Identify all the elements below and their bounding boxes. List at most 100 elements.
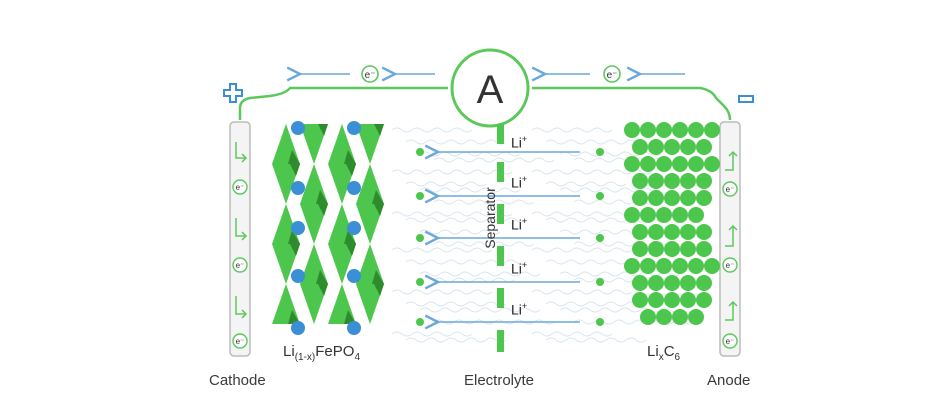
electron-icon: e⁻ [722, 333, 738, 349]
solvent-wave [545, 337, 647, 343]
li-ion-dot [291, 321, 305, 335]
graphite-carbon [624, 207, 640, 223]
cathode-label: Cathode [209, 372, 266, 389]
top-electron-badges: e⁻ e⁻ [361, 65, 621, 83]
graphite-carbon [664, 275, 680, 291]
fepo4-polyhedron [328, 244, 356, 284]
graphite-carbon [640, 207, 656, 223]
solvent-wave [531, 127, 613, 133]
li-ion-dot [596, 318, 604, 326]
graphite-carbon [704, 122, 720, 138]
li-ion-dot [347, 269, 361, 283]
graphite-carbon [704, 258, 720, 274]
graphite-carbon [680, 292, 696, 308]
graphite-carbon [680, 224, 696, 240]
graphite-carbon [632, 292, 648, 308]
li-ion-dot [347, 181, 361, 195]
solvent-wave [433, 199, 535, 205]
solvent-wave [391, 211, 513, 217]
graphite-carbon [656, 122, 672, 138]
graphite-carbon [672, 309, 688, 325]
li-ion-dot [416, 318, 424, 326]
fepo4-shade [374, 124, 384, 136]
external-circuit-wire-right [532, 86, 732, 121]
solvent-wave [405, 181, 487, 187]
positive-terminal-icon [223, 83, 243, 103]
li-ion-flow [416, 148, 604, 326]
fepo4-polyhedron [356, 124, 384, 164]
solvent-wave [391, 289, 493, 295]
electrolyte-label: Electrolyte [464, 372, 535, 389]
graphite-carbon [624, 258, 640, 274]
graphite-carbon [696, 275, 712, 291]
graphite-carbon [632, 241, 648, 257]
graphite-carbon [696, 190, 712, 206]
external-circuit-wire [238, 86, 448, 120]
graphite-carbon [640, 309, 656, 325]
graphite-carbon [664, 173, 680, 189]
fepo4-shade [374, 284, 384, 296]
fepo4-shade [344, 310, 356, 324]
li-ion-label: Li+ [511, 174, 528, 191]
svg-text:e⁻: e⁻ [236, 261, 245, 270]
electron-icon: e⁻ [361, 65, 379, 83]
fepo4-shade [318, 124, 328, 136]
electron-icon: e⁻ [722, 181, 738, 197]
graphite-carbon [632, 275, 648, 291]
cathode-formula: Li(1-x)FePO4 [283, 343, 360, 363]
solvent-wave [545, 301, 647, 307]
fepo4-shade [288, 150, 300, 164]
graphite-carbon [632, 173, 648, 189]
solvent-wave [545, 139, 647, 145]
fepo4-shade [344, 150, 356, 164]
fepo4-shade [288, 230, 300, 244]
graphite-carbon [664, 190, 680, 206]
solvent-wave [559, 229, 641, 235]
graphite-carbon [648, 139, 664, 155]
fepo4-polyhedron [272, 164, 300, 204]
li-ion-dot [347, 121, 361, 135]
fepo4-shade [316, 270, 328, 284]
graphite-carbon [688, 122, 704, 138]
graphite-carbon [672, 156, 688, 172]
li-ion-label: Li+ [511, 301, 528, 318]
graphite-carbon [632, 139, 648, 155]
cathode-lattice [272, 121, 384, 335]
graphite-carbon [648, 190, 664, 206]
solvent-wave [433, 157, 555, 163]
solvent-wave [405, 337, 507, 343]
fepo4-shade [288, 310, 300, 324]
fepo4-polyhedron [300, 204, 328, 244]
li-ion-dot [416, 192, 424, 200]
fepo4-polyhedron [328, 164, 356, 204]
separator [497, 124, 504, 352]
ammeter: A [450, 48, 530, 128]
graphite-carbon [696, 224, 712, 240]
electron-icon: e⁻ [603, 65, 621, 83]
graphite-carbon [696, 292, 712, 308]
solvent-wave [559, 187, 661, 193]
svg-text:e⁻: e⁻ [607, 70, 618, 81]
fepo4-shade [372, 190, 384, 204]
li-ion-dot [291, 121, 305, 135]
fepo4-shade [318, 284, 328, 296]
svg-text:e⁻: e⁻ [365, 70, 376, 81]
li-ion-label: Li+ [511, 134, 528, 151]
graphite-carbon [680, 139, 696, 155]
fepo4-shade [374, 204, 384, 216]
solvent-wave [405, 217, 527, 223]
fepo4-shade [316, 190, 328, 204]
li-ion-dot [291, 221, 305, 235]
li-ion-dot [596, 278, 604, 286]
li-ion-dot [416, 278, 424, 286]
graphite-carbon [688, 309, 704, 325]
solvent-wave [405, 301, 507, 307]
solvent-wave [531, 331, 613, 337]
electron-icon: e⁻ [722, 257, 738, 273]
graphite-carbon [632, 224, 648, 240]
graphite-carbon [640, 156, 656, 172]
li-ion-dot [596, 234, 604, 242]
fepo4-shade [372, 270, 384, 284]
electron-icon: e⁻ [232, 179, 248, 195]
